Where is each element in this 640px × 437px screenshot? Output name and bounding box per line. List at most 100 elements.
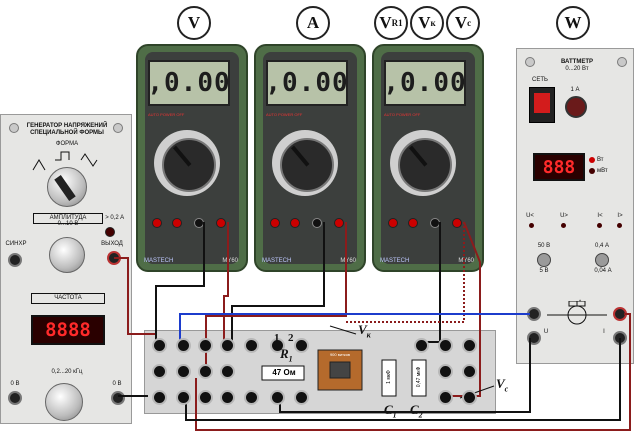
power-switch[interactable] — [529, 87, 555, 123]
inductor-core — [329, 361, 351, 379]
wire-wattmeter-return — [195, 313, 631, 431]
generator-title-line1: ГЕНЕРАТОР НАПРЯЖЕНИЙ — [26, 123, 108, 129]
board-hole[interactable] — [176, 364, 191, 379]
board-hole[interactable] — [220, 338, 235, 353]
board-hole[interactable] — [244, 390, 259, 405]
u-less-indicator — [529, 223, 534, 228]
board-hole[interactable] — [438, 364, 453, 379]
jack-red[interactable] — [452, 218, 462, 228]
ground-left-socket[interactable] — [8, 391, 22, 405]
screw-icon — [113, 123, 123, 133]
u-more-label: U> — [560, 213, 568, 219]
board-hole[interactable] — [462, 338, 477, 353]
network-label: СЕТЬ — [532, 77, 548, 83]
meter-display: ,0.00 — [265, 60, 348, 106]
multimeter-voltmeter[interactable]: ,0.00 AUTO POWER OFF MASTECH MY60 — [136, 44, 248, 272]
board-hole[interactable] — [152, 390, 167, 405]
jack-com[interactable] — [312, 218, 322, 228]
screw-icon — [617, 57, 627, 67]
multimeter-ammeter[interactable]: ,0.00 AUTO POWER OFF MASTECH MY60 — [254, 44, 366, 272]
board-hole[interactable] — [244, 338, 259, 353]
current-low-label: 0,04 А — [594, 268, 612, 274]
frequency-knob[interactable] — [45, 383, 83, 421]
jack-red[interactable] — [290, 218, 300, 228]
current-range-toggle[interactable] — [595, 253, 609, 267]
board-hole[interactable] — [152, 338, 167, 353]
board-hole[interactable] — [198, 338, 213, 353]
jack-red[interactable] — [270, 218, 280, 228]
board-hole[interactable] — [438, 338, 453, 353]
voltage-range-toggle[interactable] — [537, 253, 551, 267]
auto-power-label: AUTO POWER OFF — [384, 112, 421, 117]
node-1-label: 1 — [274, 332, 280, 344]
amplitude-label: АМПЛИТУДА — [33, 213, 103, 224]
wire-voltmeter-com — [155, 222, 205, 342]
board-hole[interactable] — [220, 364, 235, 379]
c1-label: C1 — [384, 402, 397, 420]
brand-label: MASTECH — [144, 258, 174, 264]
wire-voltmeter-v — [223, 222, 229, 342]
wire-wattmeter-i — [185, 338, 621, 421]
board-hole[interactable] — [176, 390, 191, 405]
i-more-label: I> — [617, 213, 623, 219]
board-hole[interactable] — [220, 390, 235, 405]
i-more-indicator — [617, 223, 622, 228]
ground-left-label: 0 В — [10, 381, 20, 387]
board-hole[interactable] — [198, 364, 213, 379]
inductor-coil — [317, 349, 363, 391]
wattmeter-title: ВАТТМЕТР — [560, 59, 594, 65]
wire-ammeter-com — [231, 222, 325, 342]
wire-generator-output — [114, 257, 156, 335]
generator-title-line2: СПЕЦИАЛЬНОЙ ФОРМЫ — [30, 130, 104, 136]
board-hole[interactable] — [462, 364, 477, 379]
auto-power-label: AUTO POWER OFF — [148, 112, 185, 117]
multimeter-switchable[interactable]: ,0.00 AUTO POWER OFF MASTECH MY60 — [372, 44, 484, 272]
capacitor-c1 — [381, 359, 397, 397]
jack-red[interactable] — [216, 218, 226, 228]
ground-right-label: 0 В — [112, 381, 122, 387]
sync-socket[interactable] — [8, 253, 22, 267]
frequency-display: 8888 — [31, 315, 105, 345]
board-hole[interactable] — [198, 390, 213, 405]
board-hole[interactable] — [462, 390, 477, 405]
board-hole[interactable] — [438, 390, 453, 405]
i-less-indicator — [597, 223, 602, 228]
amplitude-knob[interactable] — [49, 237, 85, 273]
board-hole[interactable] — [414, 338, 429, 353]
board-hole[interactable] — [270, 390, 285, 405]
jack-red[interactable] — [172, 218, 182, 228]
unit-w-label: Вт — [597, 157, 604, 163]
jack-red[interactable] — [408, 218, 418, 228]
terminal-u-label: U — [543, 329, 549, 335]
cap2-value: 0,47 мкФ — [416, 366, 422, 388]
resistor-r1 — [261, 365, 305, 381]
overload-indicator — [105, 227, 115, 237]
capacitor-c2 — [411, 359, 427, 397]
u-less-label: U< — [526, 213, 534, 219]
board-hole[interactable] — [294, 390, 309, 405]
form-label: ФОРМА — [55, 141, 79, 147]
board-hole[interactable] — [176, 338, 191, 353]
jack-red[interactable] — [388, 218, 398, 228]
model-label: MY60 — [222, 258, 238, 264]
wire-meter3-com — [418, 222, 441, 343]
auto-power-label: AUTO POWER OFF — [266, 112, 303, 117]
current-high-label: 0,4 А — [594, 243, 609, 249]
board-hole[interactable] — [270, 338, 285, 353]
output-label: ВЫХОД — [101, 241, 123, 247]
brand-label: MASTECH — [262, 258, 292, 264]
jack-red[interactable] — [152, 218, 162, 228]
jack-red[interactable] — [334, 218, 344, 228]
sync-label: СИНХР — [5, 241, 27, 247]
meter-display: ,0.00 — [383, 60, 466, 106]
frequency-label: ЧАСТОТА — [31, 293, 105, 304]
board-hole[interactable] — [152, 364, 167, 379]
ground-right-socket[interactable] — [111, 391, 125, 405]
vk-pointer-line — [329, 325, 357, 335]
board-hole[interactable] — [294, 338, 309, 353]
fuse-holder[interactable] — [565, 96, 587, 118]
r1-label: R1 — [280, 346, 293, 364]
node-2-label: 2 — [288, 332, 294, 344]
